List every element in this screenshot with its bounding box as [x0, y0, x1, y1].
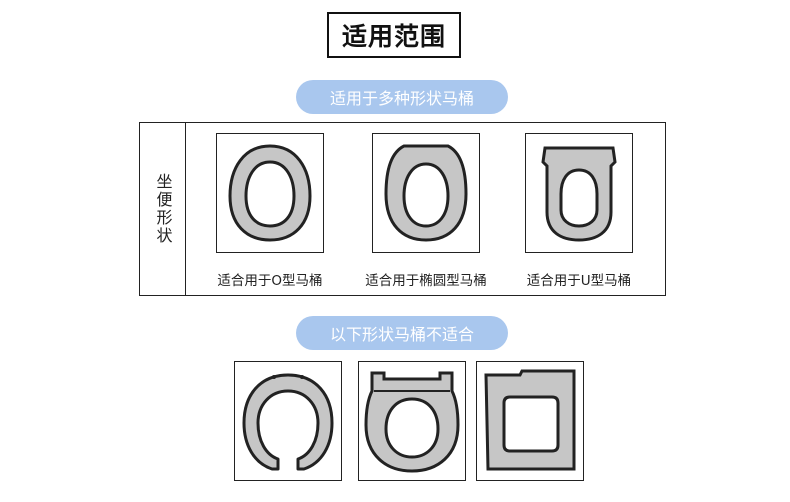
side-label: 坐便形状: [153, 173, 173, 245]
flat-top-oval-seat-frame: [358, 361, 466, 481]
side-column: 坐便形状: [140, 123, 186, 295]
square-seat-frame: [476, 361, 584, 481]
suitable-caption-1: 适合用于O型马桶: [217, 273, 323, 289]
oval-seat-icon: [384, 144, 468, 242]
u-shaped-seat-icon: [541, 146, 617, 242]
suitable-caption-2: 适合用于椭圆型马桶: [365, 273, 487, 289]
unsuitable-banner: 以下形状马桶不适合: [296, 316, 508, 350]
open-front-seat-icon: [242, 373, 334, 471]
suitable-shapes-table: 坐便形状 适合用于O型马桶 适合用于椭圆型马桶 适合用于U型马桶: [139, 122, 666, 296]
o-shaped-seat-frame: [216, 133, 324, 253]
suitable-banner: 适用于多种形状马桶: [296, 80, 508, 114]
flat-top-oval-seat-icon: [364, 371, 460, 473]
u-shaped-seat-frame: [525, 133, 633, 253]
o-shaped-seat-icon: [228, 144, 312, 242]
open-front-seat-frame: [234, 361, 342, 481]
square-seat-icon: [484, 369, 576, 471]
oval-seat-frame: [372, 133, 480, 253]
page-title: 适用范围: [327, 12, 461, 58]
suitable-caption-3: 适合用于U型马桶: [526, 273, 632, 289]
